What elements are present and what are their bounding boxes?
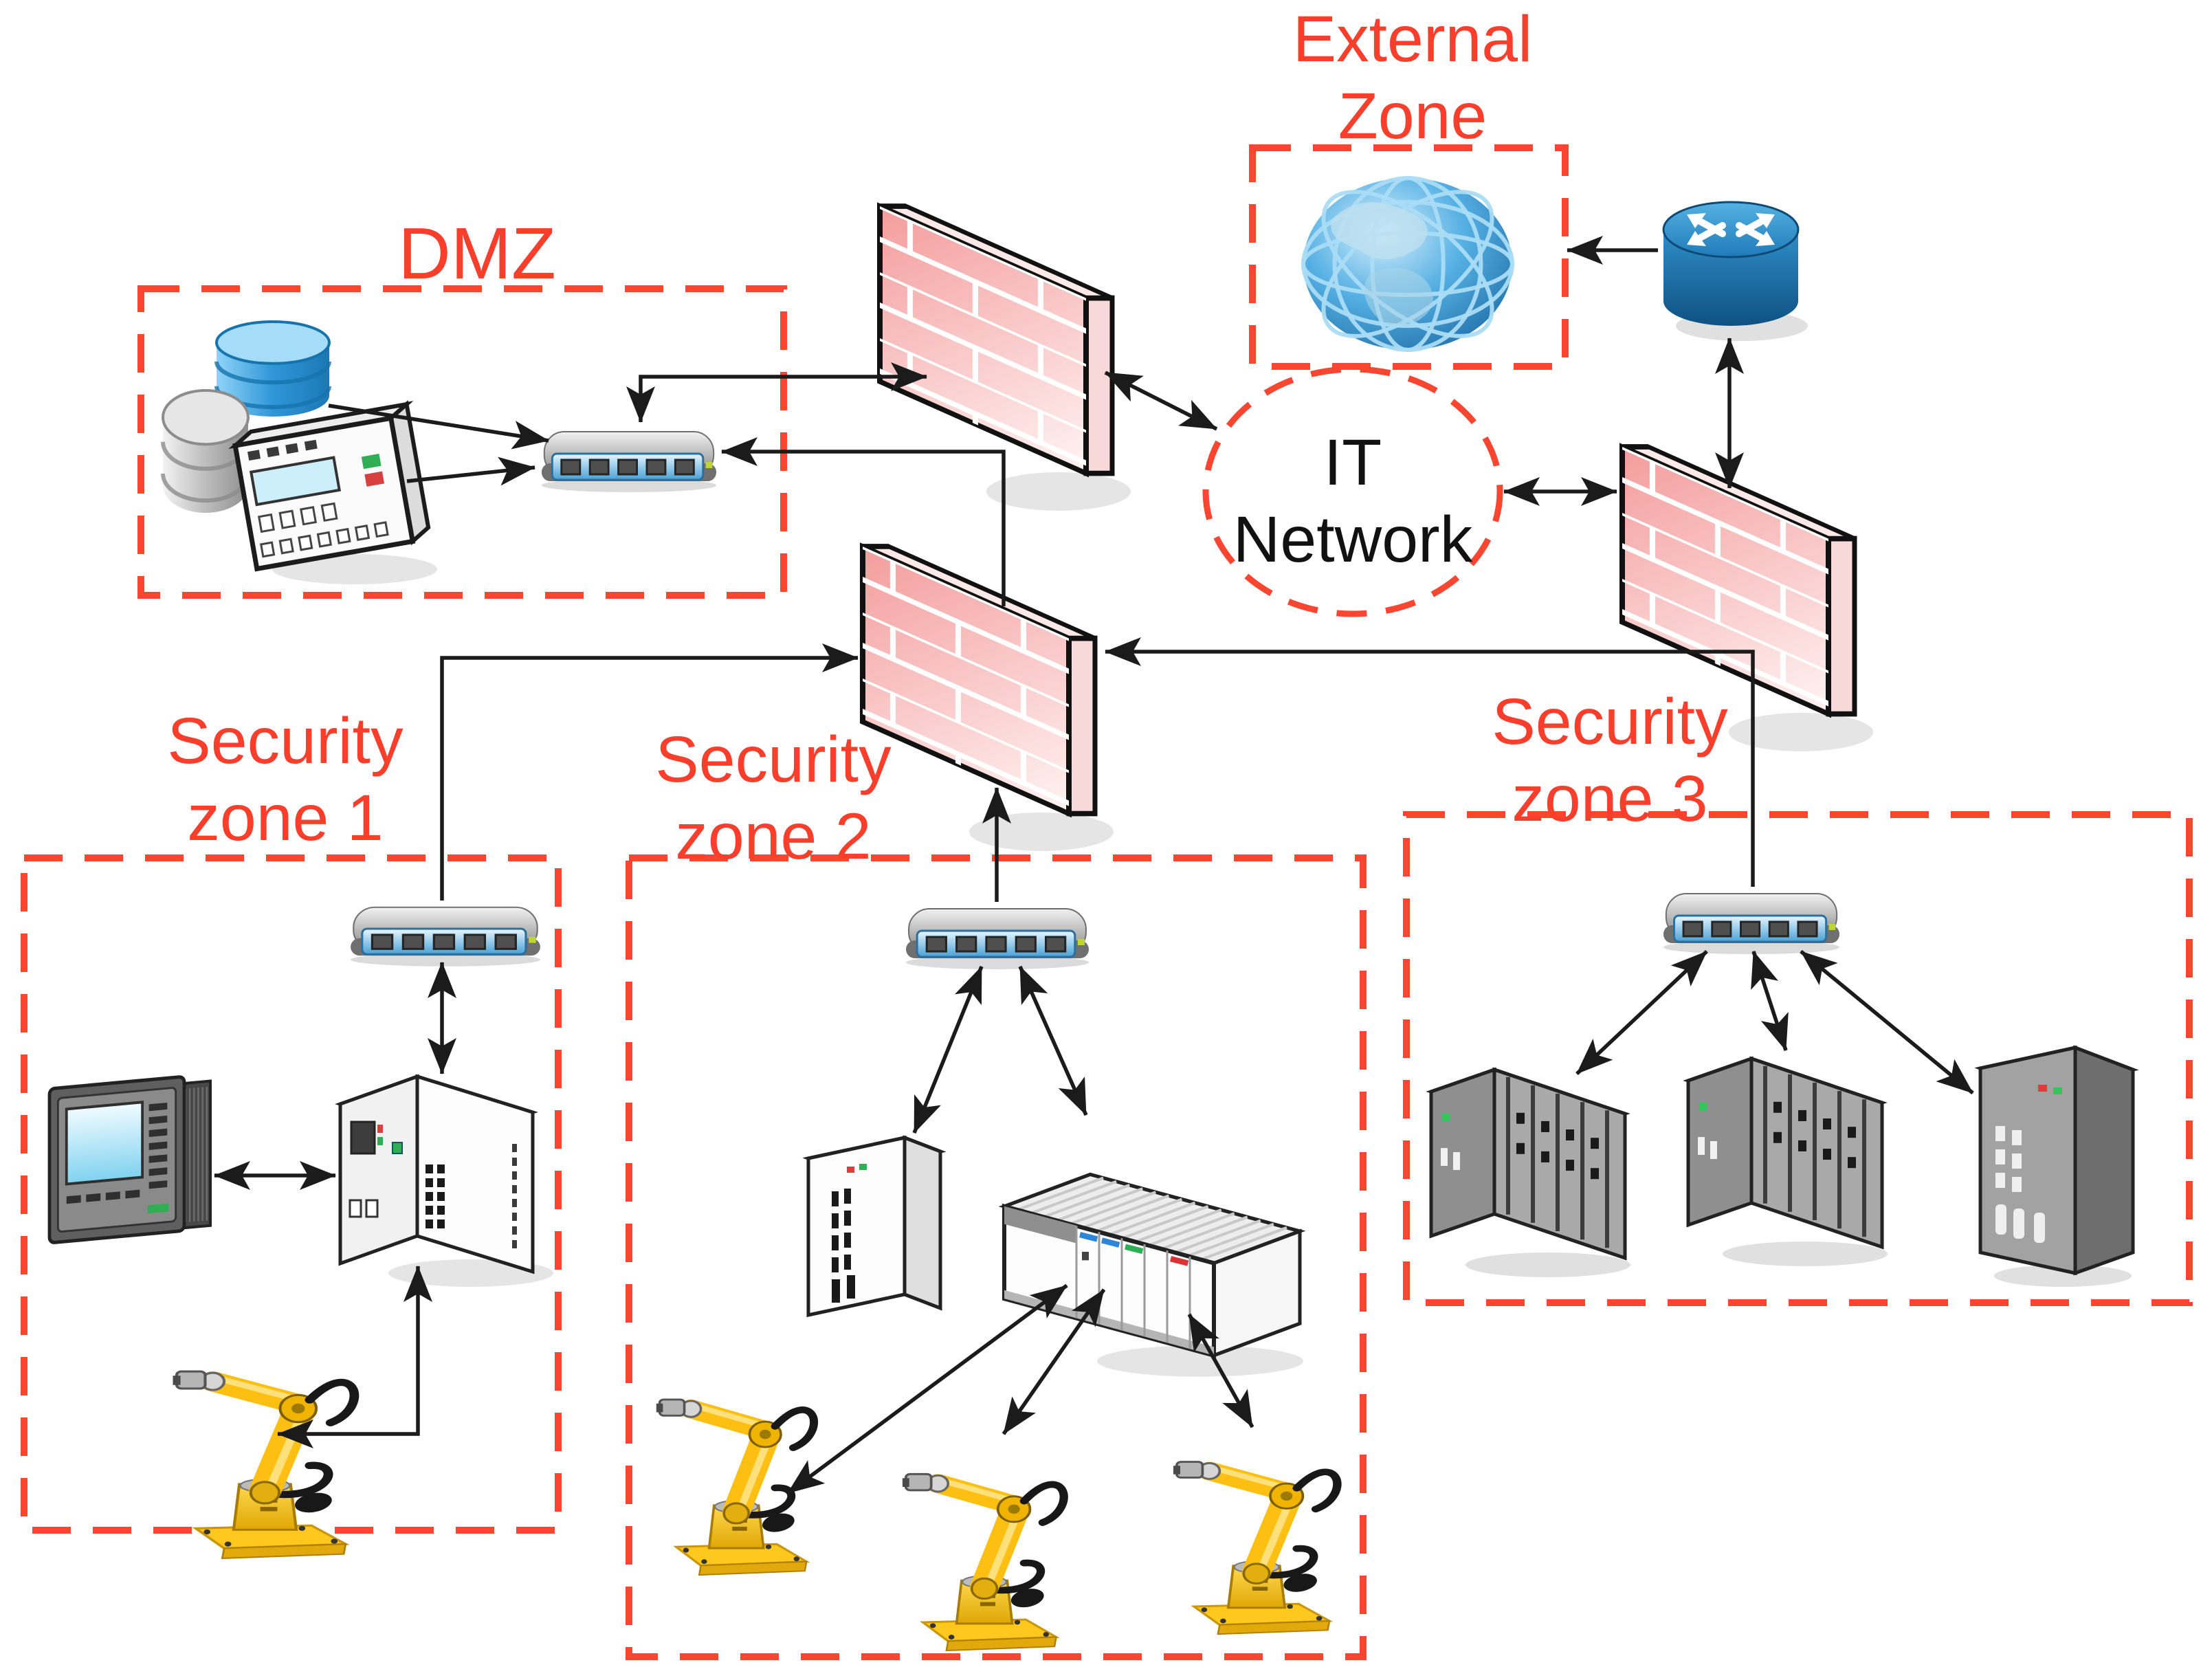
internet-globe-icon [1301,176,1514,352]
dmz-switch-fw-external-link [626,362,927,423]
zone1-robot-icon [173,1370,360,1559]
security-zone-3-border [1403,811,2193,1306]
zone3-switch-drive1-link [1575,949,1708,1076]
zone3-switch-tower-link [1800,949,1974,1095]
zone1-plc-icon [335,1074,553,1287]
security-zone-3-label: zone 3 [1512,762,1707,835]
dmz-switch-icon [541,431,717,492]
zone1-hmi-icon [47,1075,212,1244]
zone3-fw-control-link [1105,637,1755,887]
external-zone-label: External [1293,3,1533,76]
external-zone-border [1249,144,1569,370]
zone2-rack-robot2-link [1002,1288,1106,1435]
external-zone-label: Zone [1338,80,1487,153]
dmz-historian-server-icon [228,400,437,584]
zone2-robot-1-icon [656,1398,819,1576]
dmz-db-gray-icon [161,389,250,513]
dmz-label: DMZ [398,213,556,294]
zone2-switch-icon [906,908,1089,969]
dmz-db-switch-link [328,404,549,450]
zone1-plc-robot-link [277,1266,432,1448]
zone3-drive-1-icon [1426,1067,1630,1277]
edge-router-icon [1662,201,1808,341]
zone3-switch-drive2-link [1751,951,1789,1051]
zone2-rack-robot3-link [1187,1313,1254,1428]
zone3-drive-2-icon [1683,1056,1888,1266]
firewall-control-icon [860,542,1114,851]
dmz-db-blue-icon [214,320,331,417]
zone3-switch-icon [1663,893,1840,954]
dmz-border [137,285,787,599]
security-zone-1-label: Security [167,705,403,777]
security-zone-3-label: Security [1492,685,1728,758]
zone3-controller-tower-icon [1974,1045,2139,1287]
zone2-server-icon [802,1135,947,1318]
zone2-robot-3-icon [1173,1461,1342,1635]
zone2-switch-rack-link [1018,965,1088,1116]
firewall-external-icon [877,202,1131,511]
zone2-switch-server-link [912,965,984,1134]
fw-control-dmz-switch-link [721,437,1006,606]
firewall-corporate-icon [1619,443,1873,751]
fw-external-it-link [1104,371,1218,431]
dmz-server-switch-link [406,456,535,486]
security-zone-2-label: zone 2 [675,800,871,873]
zone1-switch-icon [351,906,540,967]
zone1-switch-fw-control-link [440,643,859,901]
it-network-border [1202,366,1503,617]
it-network-label: Network [1233,503,1473,576]
security-zone-2-label: Security [655,723,892,796]
it-network-label: IT [1324,426,1382,499]
security-zone-1-label: zone 1 [187,782,383,854]
